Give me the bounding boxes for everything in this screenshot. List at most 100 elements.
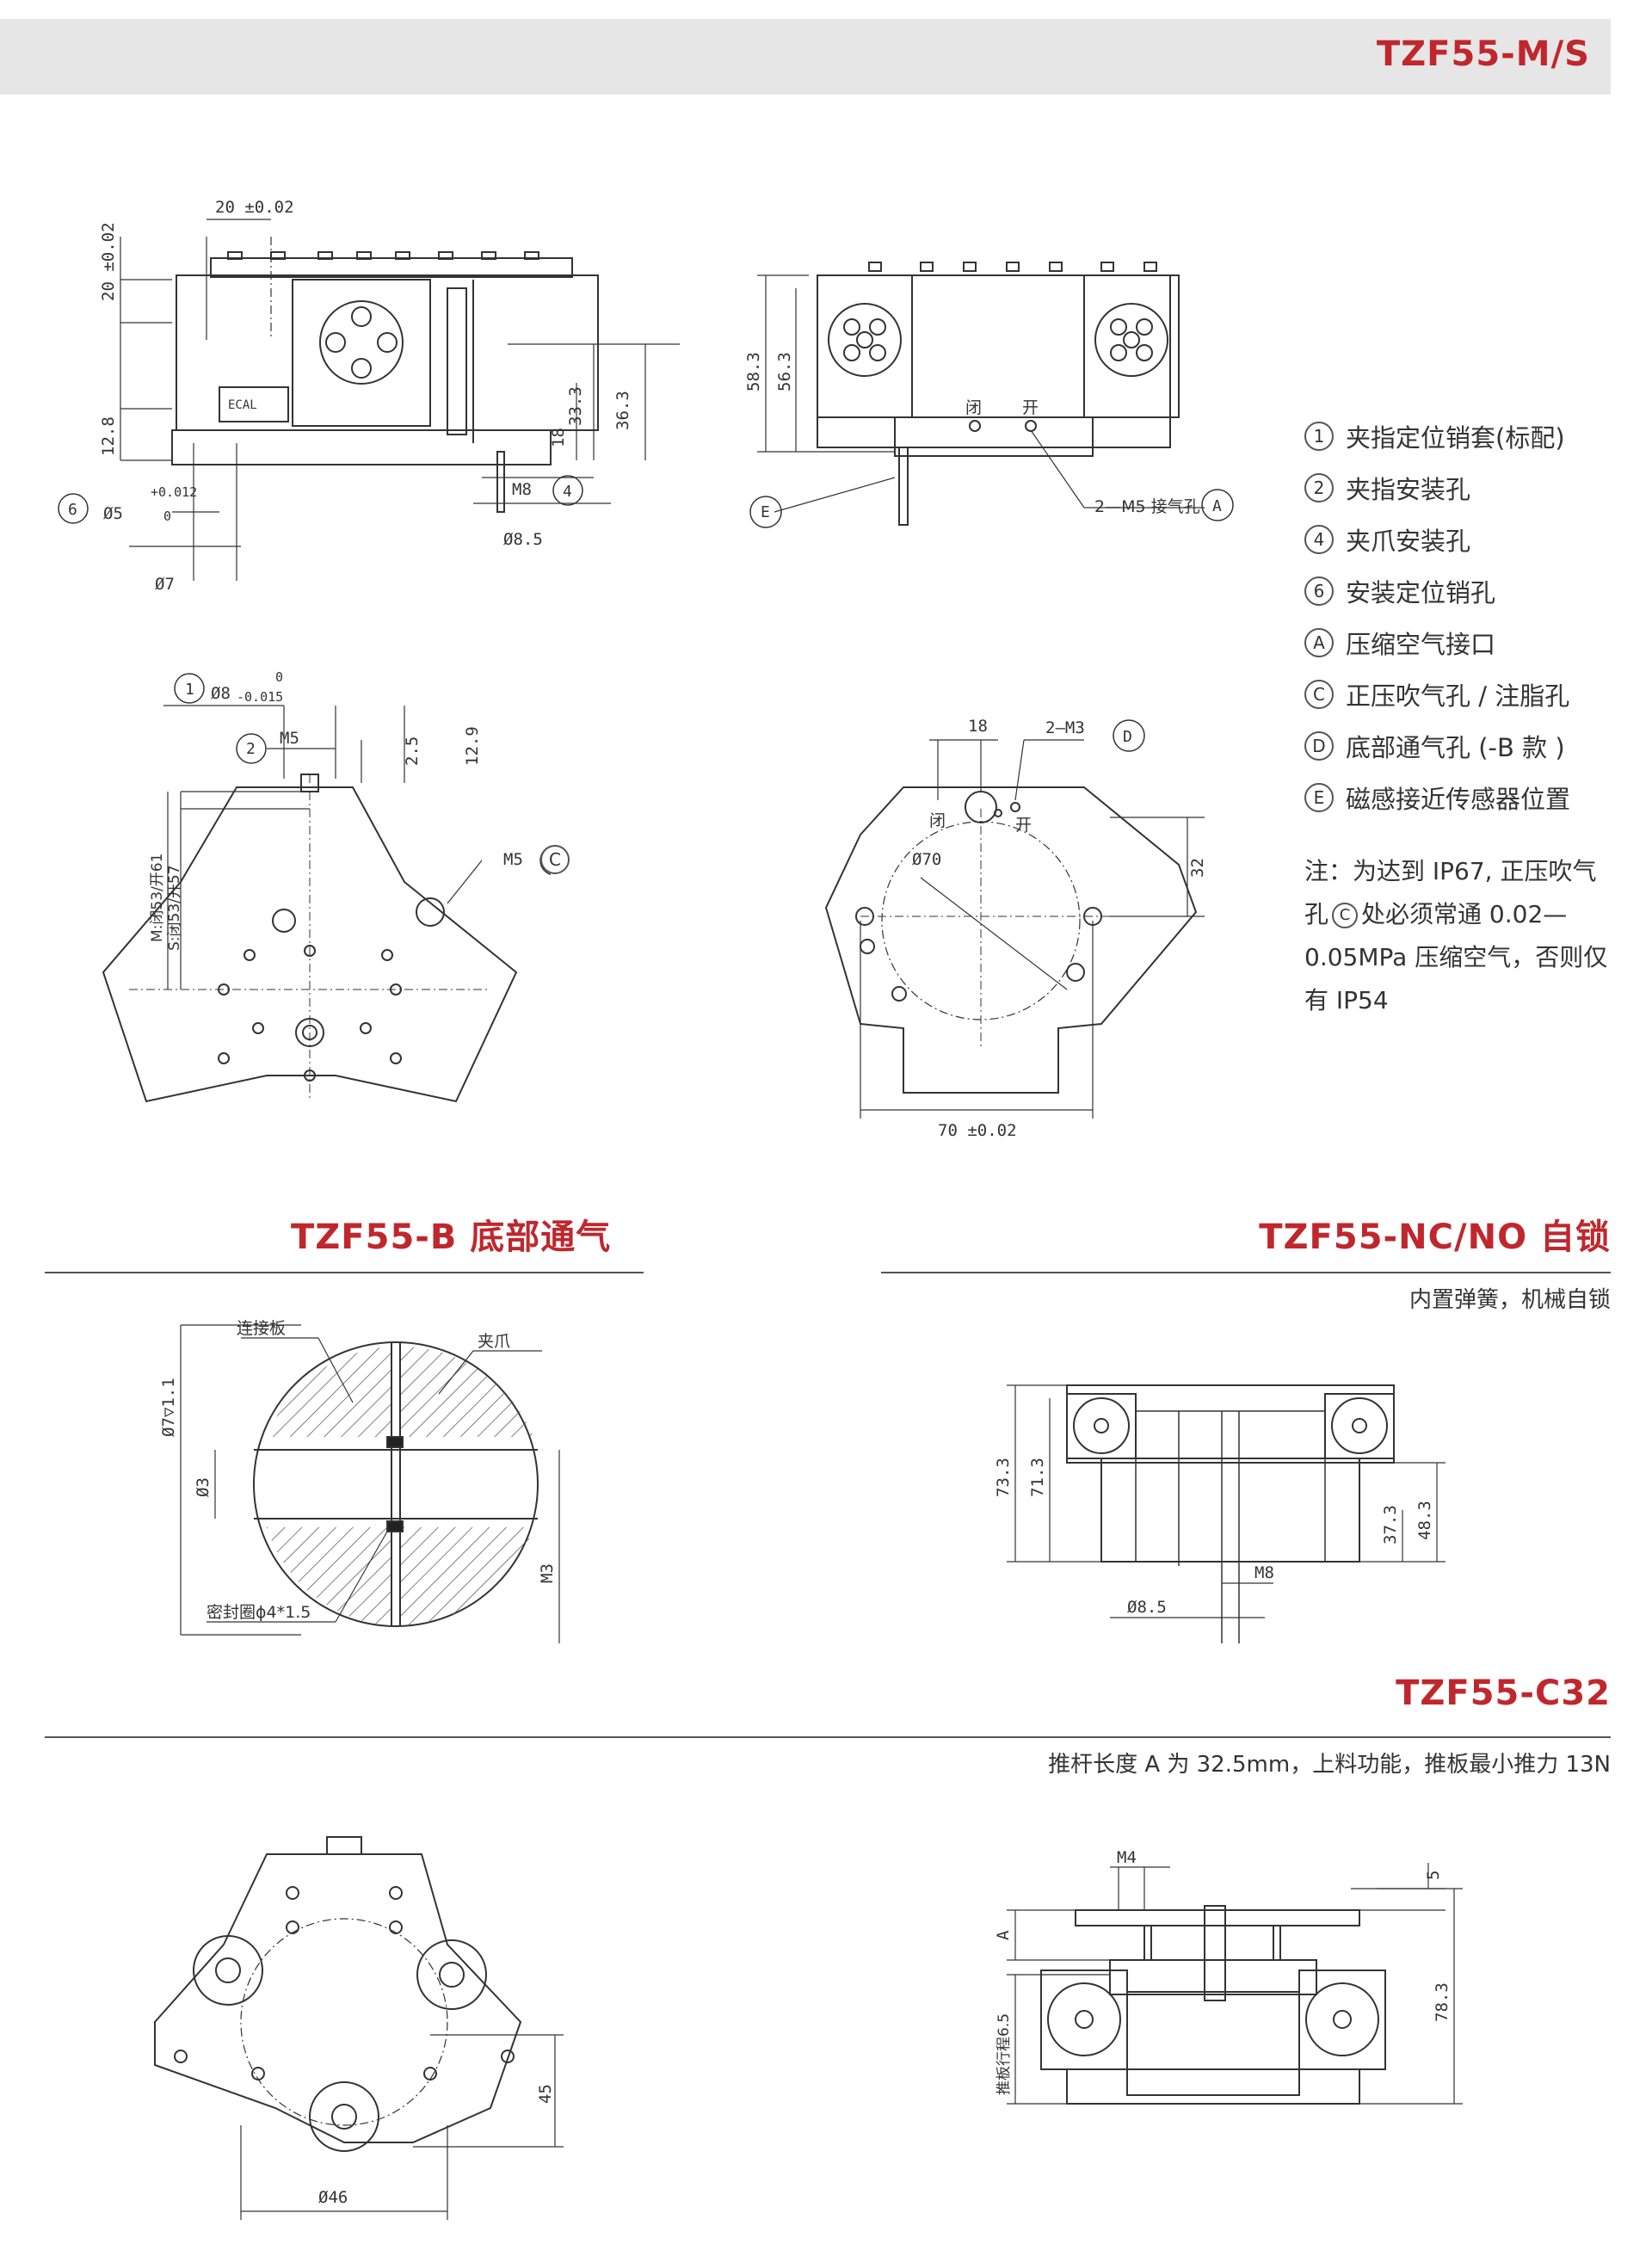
phi-70: Ø70 (912, 850, 941, 869)
legend-mark: A (1304, 628, 1334, 657)
m3-label: 2—M3 (1045, 718, 1085, 737)
phi-8-5-nc: Ø8.5 (1127, 1598, 1167, 1617)
phi-5-tol-lo: 0 (163, 509, 171, 524)
phi-3: Ø3 (194, 1477, 213, 1497)
dim-48-3: 48.3 (1415, 1501, 1434, 1540)
section-c32-desc: 推杆长度 A 为 32.5mm，上料功能，推板最小推力 13N (1048, 1752, 1611, 1778)
marker-a: A (1212, 497, 1222, 515)
dim-45: 45 (536, 2084, 555, 2104)
section-nc-rule (881, 1272, 1611, 1273)
m8-label: M8 (512, 480, 532, 499)
dim-36-3: 36.3 (613, 391, 632, 430)
m5-c: M5 (503, 850, 523, 869)
top-bumps (227, 251, 539, 260)
legend-text: 安装定位销孔 (1346, 578, 1496, 607)
legend-mark: 2 (1304, 473, 1334, 502)
section-nc-title: TZF55-NC/NO 自锁 (1259, 1217, 1611, 1257)
c32-bottom-drawing: 45 Ø46 (154, 1836, 564, 2220)
label-plate: 连接板 (237, 1319, 286, 1338)
label-open: 开 (1022, 398, 1039, 417)
m4-label: M4 (1117, 1850, 1137, 1867)
phi-46: Ø46 (318, 2188, 348, 2207)
marker-1: 1 (185, 681, 194, 699)
side-s: S:闭53/开57 (166, 865, 183, 951)
legend-item: 6 安装定位销孔 (1304, 572, 1495, 610)
m5-label: 2—M5 接气孔 (1094, 497, 1200, 516)
phi-8-label: Ø8 (211, 684, 231, 703)
page-title: TZF55-M/S (1376, 34, 1590, 74)
dim-56-3: 56.3 (775, 352, 794, 391)
legend-item: D 底部通气孔 (-B 款 ) (1304, 727, 1565, 765)
label-close: 闭 (965, 398, 982, 417)
note-mark: C (1332, 903, 1359, 928)
side-view-drawing: 58.3 56.3 2—M5 接气孔 A E 闭 开 (744, 262, 1234, 528)
phi-7-depth: Ø7▽1.1 (159, 1378, 178, 1437)
label-close-2: 闭 (929, 811, 946, 830)
legend-mark: 4 (1304, 525, 1334, 554)
bottom-view-drawing: 1 Ø8 0 -0.015 2 M5 2.5 12.9 M:闭53/开61 S:… (102, 669, 551, 1103)
m5-top: M5 (280, 729, 299, 748)
legend-text: 夹指安装孔 (1346, 475, 1471, 504)
note-text-1: 注：为达到 IP67, 正压吹气孔 (1304, 857, 1597, 928)
phi-7: Ø7 (155, 575, 175, 594)
label-jaw: 夹爪 (478, 1332, 510, 1351)
phi-8-5: Ø8.5 (503, 530, 543, 549)
section-nc-desc: 内置弹簧，机械自锁 (1409, 1287, 1611, 1313)
label-open-2: 开 (1015, 816, 1032, 835)
dim-18: 18 (549, 428, 568, 447)
dim-12-8: 12.8 (99, 416, 118, 456)
front-view-drawing: ECAL 20 ±0.02 36.3 33.3 18 20 ±0.02 12.8… (58, 198, 680, 594)
logo-text: ECAL (228, 398, 257, 412)
phi-5: Ø5 (103, 504, 123, 523)
legend-item: 2 夹指安装孔 (1304, 469, 1470, 507)
dim-20-top: 20 ±0.02 (215, 198, 294, 217)
section-b-title: TZF55-B 底部通气 (291, 1217, 612, 1257)
legend-mark: E (1304, 783, 1334, 812)
section-nc-drawing: 73.3 71.3 37.3 48.3 M8 Ø8.5 (994, 1384, 1446, 1643)
phi-8-tol-015: -0.015 (237, 689, 283, 705)
section-b-drawing: Ø7▽1.1 Ø3 M3 连接板 夹爪 密封圈ϕ4*1.5 (159, 1319, 560, 1643)
dim-78-3: 78.3 (1433, 1982, 1452, 2022)
legend-mark: 6 (1304, 576, 1334, 606)
bottom-view-right-drawing: 18 2—M3 D Ø70 32 70 ±0.02 闭 开 (824, 717, 1207, 1140)
legend-mark: 1 (1304, 422, 1334, 451)
header-bar: TZF55-M/S (0, 19, 1611, 95)
label-seal: 密封圈ϕ4*1.5 (206, 1603, 311, 1622)
dim-71-3: 71.3 (1028, 1458, 1047, 1497)
c32-side-drawing: M4 5 A 推板行程6.5 78.3 (994, 1850, 1463, 2105)
dim-37-3: 37.3 (1381, 1505, 1400, 1544)
dim-2-5: 2.5 (403, 737, 422, 766)
marker-6: 6 (68, 501, 77, 519)
section-c32-title: TZF55-C32 (1396, 1674, 1611, 1713)
dim-33-3: 33.3 (566, 386, 585, 426)
marker-c-bottom: C (540, 845, 570, 874)
top-bumps-2 (868, 262, 1157, 272)
legend-text: 底部通气孔 (-B 款 ) (1346, 733, 1565, 762)
phi-8-tol-0: 0 (275, 669, 283, 685)
dim-73-3: 73.3 (994, 1458, 1013, 1497)
dim-70: 70 ±0.02 (938, 1121, 1017, 1140)
marker-d: D (1123, 728, 1132, 746)
side-m: M:闭53/开61 (149, 854, 166, 942)
dim-12-9: 12.9 (463, 726, 482, 766)
section-b-rule (45, 1272, 644, 1273)
marker-2: 2 (246, 740, 256, 758)
marker-e: E (761, 503, 770, 521)
legend-text: 夹指定位销套(标配) (1346, 423, 1565, 453)
legend-item: C 正压吹气孔 / 注脂孔 (1304, 675, 1569, 713)
legend-item: 1 夹指定位销套(标配) (1304, 417, 1565, 455)
note-text-2: 处必须常通 0.02—0.05MPa 压缩空气，否则仅有 IP54 (1304, 900, 1608, 1014)
legend-mark: D (1304, 731, 1334, 761)
dim-32: 32 (1188, 858, 1207, 878)
section-c32-rule (45, 1736, 1611, 1738)
legend-text: 正压吹气孔 / 注脂孔 (1346, 681, 1570, 711)
dim-58-3: 58.3 (744, 352, 763, 391)
legend-mark: C (1304, 680, 1334, 709)
legend-item: E 磁感接近传感器位置 (1304, 779, 1570, 817)
phi-5-tol-up: +0.012 (151, 484, 197, 500)
legend-text: 磁感接近传感器位置 (1346, 785, 1571, 814)
marker-4: 4 (563, 483, 572, 501)
stroke-label: 推板行程6.5 (996, 2013, 1013, 2095)
